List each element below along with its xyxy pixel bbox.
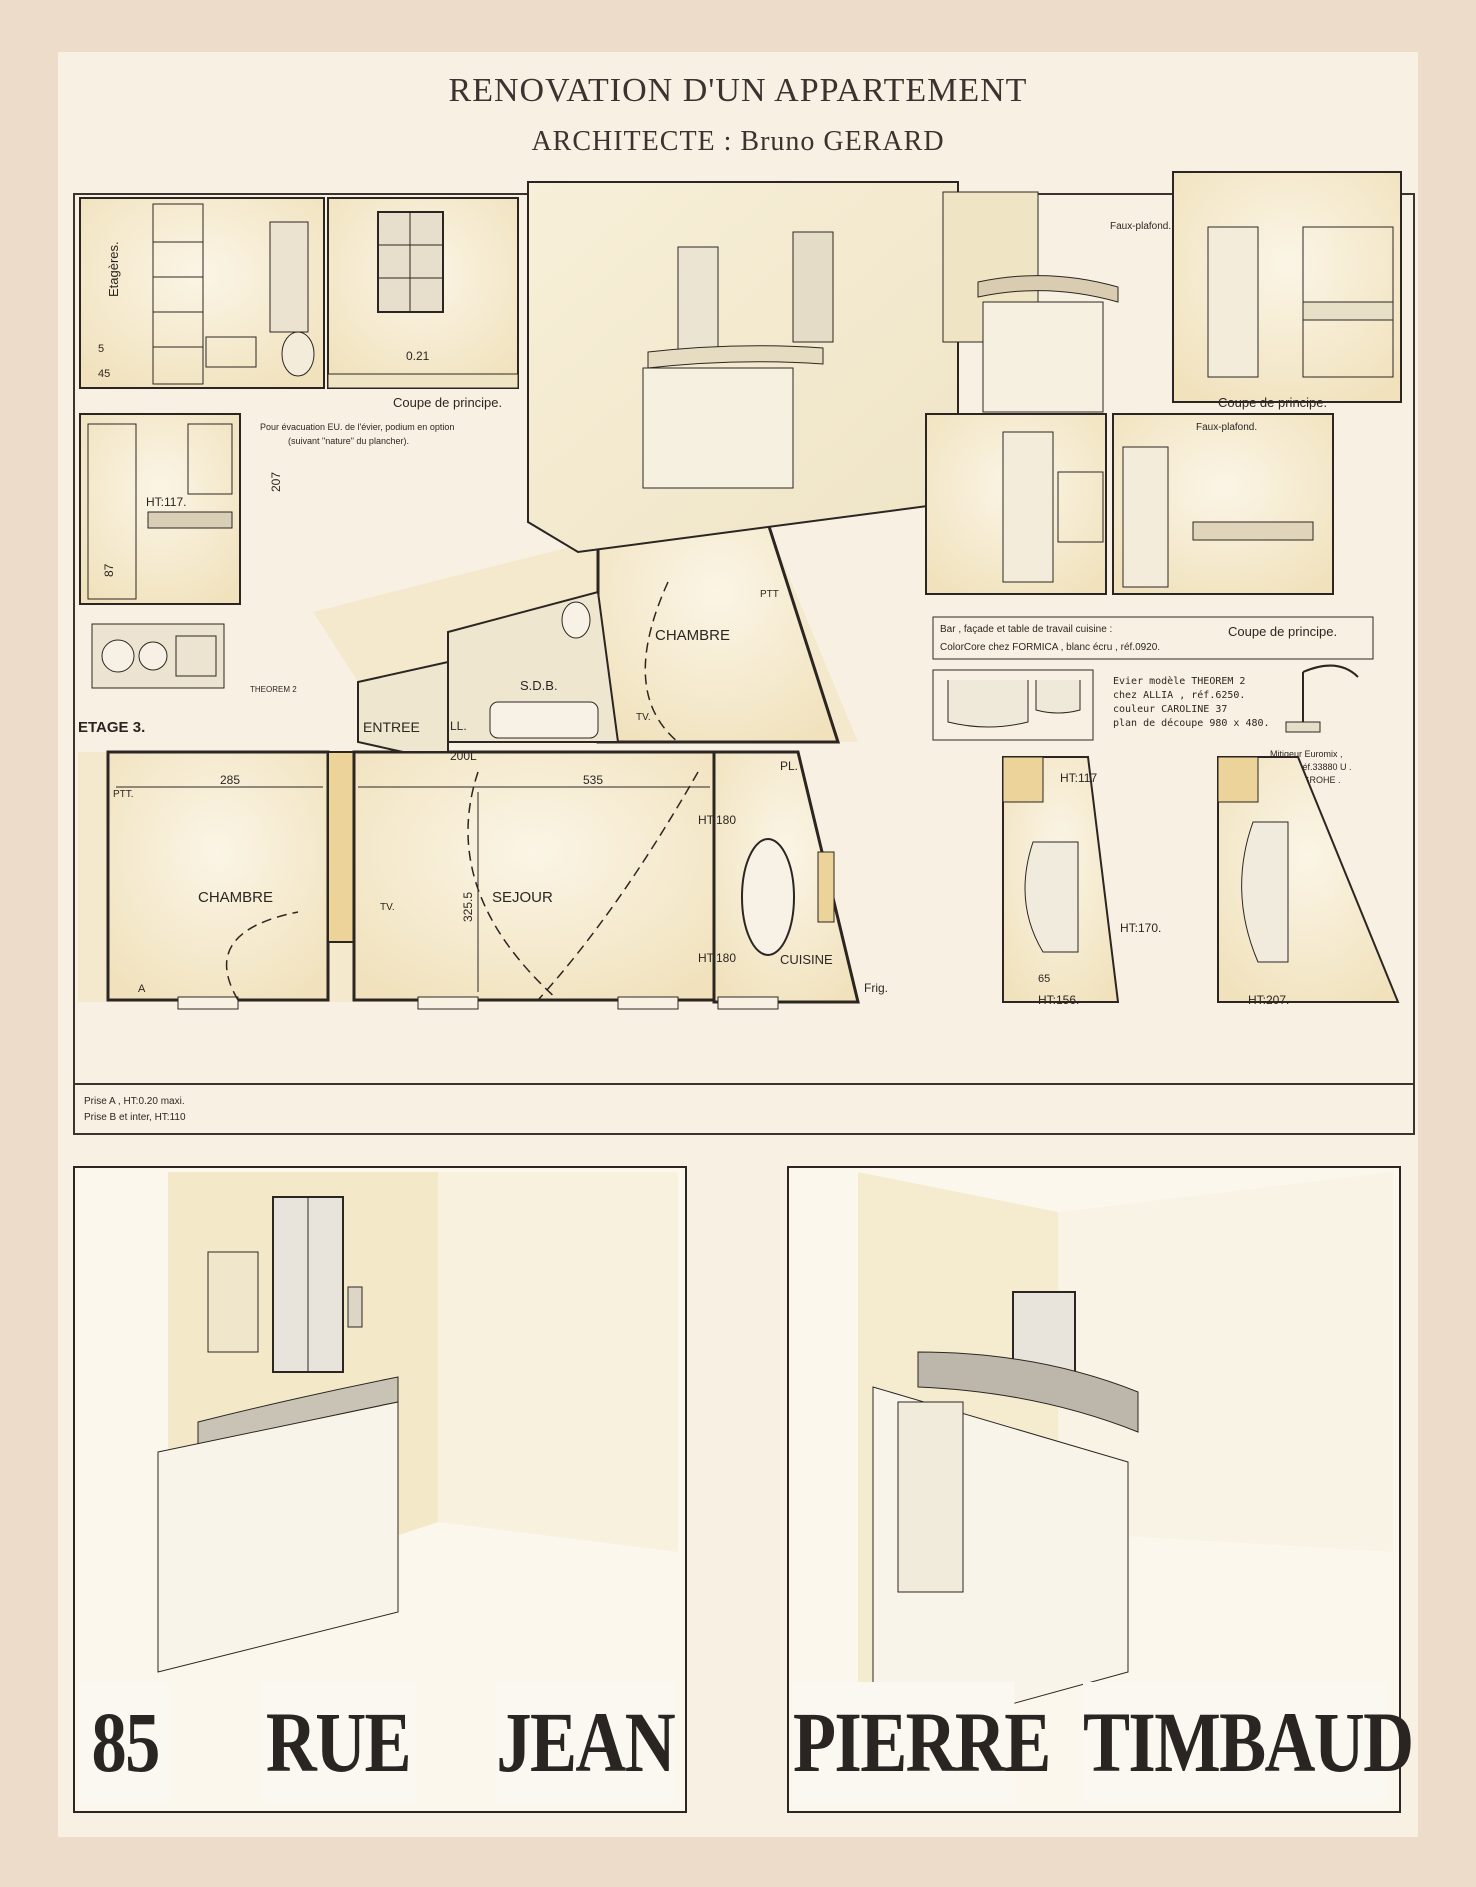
placard-label: PL.: [780, 759, 798, 773]
legend-line-2: Prise B et inter, HT:110: [84, 1112, 186, 1123]
note-evier-3: couleur CAROLINE 37: [1113, 704, 1227, 715]
room-bedroom-top: CHAMBRE: [655, 627, 730, 644]
ptt-left: PTT.: [113, 789, 134, 800]
tv-living: TV.: [380, 902, 395, 913]
svg-text:5: 5: [98, 343, 104, 355]
dim-285: 285: [220, 773, 240, 787]
ht180-a: HT:180: [698, 813, 736, 827]
dim-535: 535: [583, 773, 603, 787]
address-word-pierre: PIERRE: [793, 1682, 1051, 1802]
address-word-timbaud: TIMBAUD: [1083, 1682, 1414, 1802]
etageres-label: Etagères.: [106, 241, 121, 297]
room-entry: ENTREE: [363, 719, 420, 735]
sink-section-detail: [932, 669, 1094, 741]
note-mitigeur-2: beige . réf.33880 U .: [1270, 762, 1352, 772]
ptt-top: PTT: [760, 589, 779, 600]
elevation-kitchen-sink: HT:117. 87 207: [79, 413, 283, 605]
note-mitigeur-3: F. GROHE .: [1293, 775, 1341, 785]
address-word-jean: JEAN: [495, 1682, 676, 1802]
svg-text:207: 207: [269, 472, 283, 492]
note-mitigeur-1: Mitigeur Euromix ,: [1270, 749, 1343, 759]
ht117-label: HT:117.: [146, 495, 186, 509]
detail-ht207: HT:207.: [1248, 993, 1289, 1007]
theorem-label: THEOREM 2: [250, 685, 297, 694]
architect-subtitle: ARCHITECTE : Bruno GERARD: [531, 126, 945, 157]
elevation-bathroom-etageres: Etagères. 5 45: [79, 197, 325, 389]
floor-label: ETAGE 3.: [78, 719, 145, 736]
room-bedroom-left: CHAMBRE: [198, 889, 273, 906]
ht180-b: HT:180: [698, 951, 736, 965]
elevation-faux-plafond-1: Faux-plafond. Coupe de principe.: [1110, 171, 1402, 410]
note-evier-1: Evier modèle THEOREM 2: [1113, 675, 1245, 687]
detail-65: 65: [1038, 973, 1050, 985]
note-evier-4: plan de découpe 980 x 480.: [1113, 717, 1270, 729]
page-title: RENOVATION D'UN APPARTEMENT: [448, 72, 1028, 109]
room-laundry: LL.: [450, 719, 467, 733]
note-bar-2: ColorCore chez FORMICA , blanc écru , ré…: [940, 642, 1160, 653]
architecture-sheet: Etagères. 5 45 0.21 Coupe de principe. H…: [73, 171, 1415, 1813]
socket-a: A: [138, 983, 146, 995]
faucet-detail: [1285, 664, 1359, 733]
perspective-sketch-top: [527, 181, 1119, 554]
room-living: SEJOUR: [492, 889, 553, 906]
elevation-faux-plafond-2: Faux-plafond.: [1112, 413, 1334, 595]
detail-plan-bar-1: HT:117 HT:170. HT:156. 65: [1002, 756, 1161, 1007]
dim-021: 0.21: [406, 349, 430, 363]
note-evacuation-2: (suivant "nature" du plancher).: [288, 436, 409, 446]
sink-plan-detail: THEOREM 2: [91, 623, 297, 694]
legend-line-1: Prise A , HT:0.20 maxi.: [84, 1096, 185, 1107]
boiler-label: 200L: [450, 749, 477, 763]
detail-ht117: HT:117: [1060, 771, 1097, 785]
coupe-label-3: Coupe de principe.: [1228, 624, 1337, 639]
elevation-shower: [925, 413, 1107, 595]
svg-text:45: 45: [98, 368, 110, 380]
svg-text:87: 87: [102, 563, 116, 577]
detail-ht170: HT:170.: [1120, 921, 1161, 935]
elevation-window: 0.21: [327, 197, 519, 389]
tv-bedroom: TV.: [636, 712, 651, 723]
room-bathroom: S.D.B.: [520, 678, 558, 693]
faux-plafond-label-1: Faux-plafond.: [1110, 221, 1171, 232]
dim-3255: 325.5: [461, 892, 475, 922]
detail-ht156: HT:156.: [1038, 993, 1079, 1007]
detail-plan-bar-2: HT:207.: [1217, 756, 1400, 1007]
note-evacuation-1: Pour évacuation EU. de l'évier, podium e…: [260, 422, 454, 432]
drawing-board: RENOVATION D'UN APPARTEMENT ARCHITECTE :…: [58, 52, 1418, 1837]
note-bar-1: Bar , façade et table de travail cuisine…: [940, 624, 1112, 635]
note-evier-2: chez ALLIA , réf.6250.: [1113, 689, 1245, 701]
floor-plan: [78, 490, 860, 1010]
faux-plafond-label-2: Faux-plafond.: [1196, 422, 1257, 433]
coupe-label-1: Coupe de principe.: [393, 395, 502, 410]
legend-strip: [73, 1083, 1415, 1135]
address-word-number: 85: [80, 1682, 171, 1802]
fridge-label: Frig.: [864, 981, 888, 995]
coupe-label-2: Coupe de principe.: [1218, 395, 1327, 410]
room-kitchen: CUISINE: [780, 952, 833, 967]
address-word-rue: RUE: [260, 1682, 416, 1802]
